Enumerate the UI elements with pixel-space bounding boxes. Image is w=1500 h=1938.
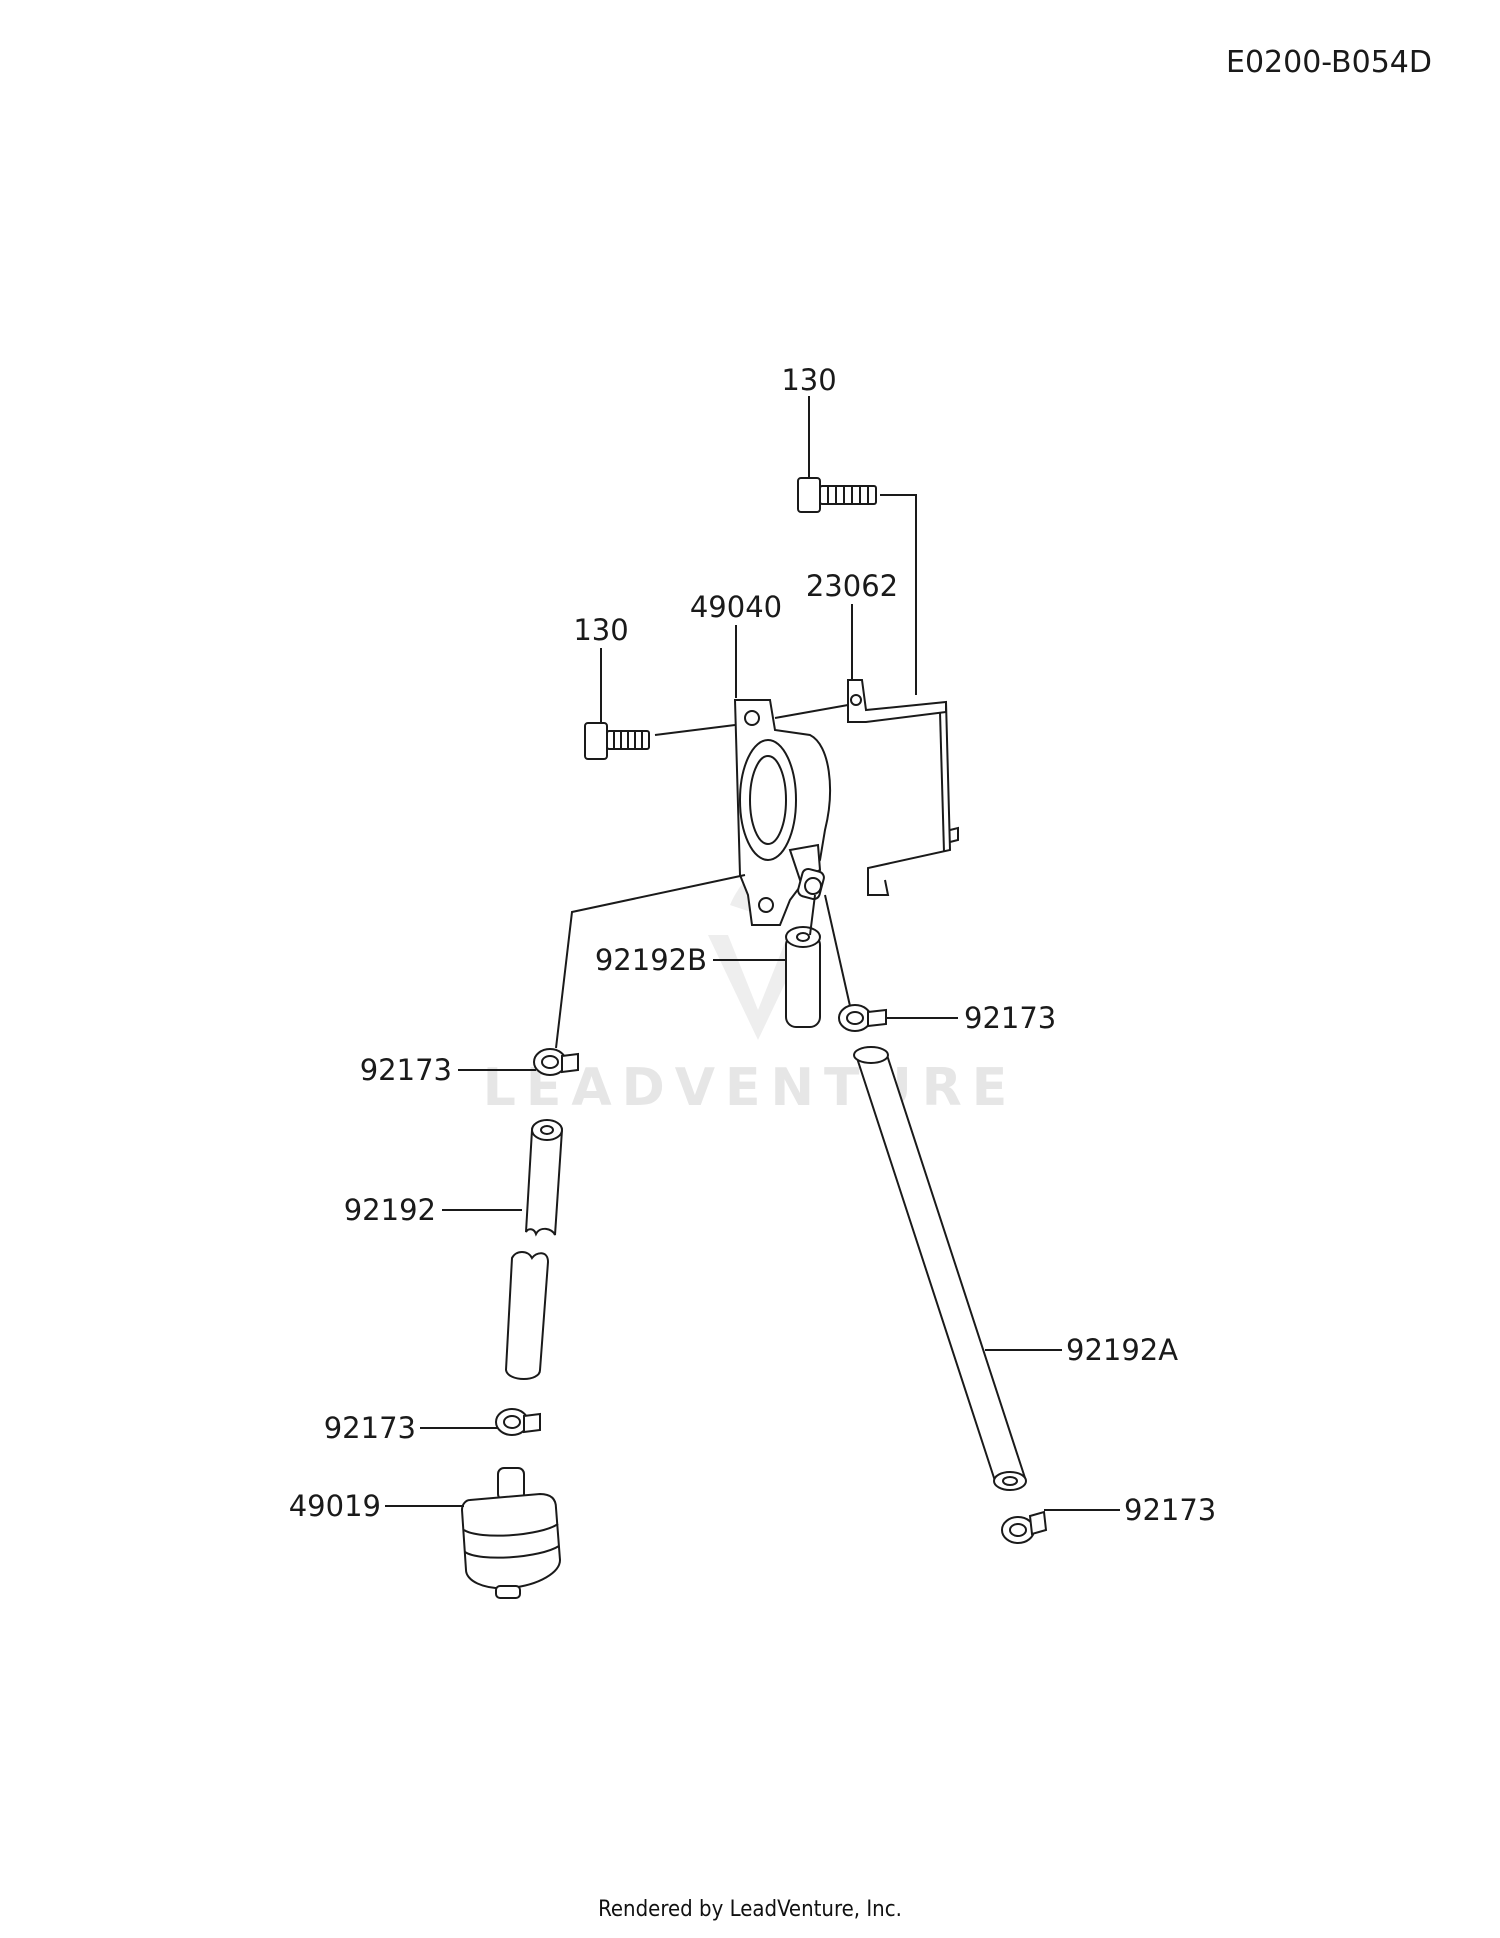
label-clamp-right-lower[interactable]: 92173 bbox=[1124, 1493, 1216, 1527]
footer-credit: Rendered by LeadVenture, Inc. bbox=[598, 1897, 902, 1922]
label-bolt-left[interactable]: 130 bbox=[573, 613, 628, 647]
leader-bolt-left-line bbox=[654, 724, 736, 736]
label-pump[interactable]: 49040 bbox=[690, 590, 782, 624]
bolt-left[interactable] bbox=[584, 722, 650, 760]
hose-left[interactable] bbox=[504, 1119, 564, 1380]
clamp-left-lower[interactable] bbox=[495, 1408, 541, 1436]
label-hose-short[interactable]: 92192B bbox=[595, 943, 707, 977]
label-hose-long[interactable]: 92192A bbox=[1066, 1333, 1178, 1367]
leader-pump-hose-short bbox=[809, 894, 816, 936]
label-clamp-left-upper[interactable]: 92173 bbox=[360, 1053, 452, 1087]
fuel-filter[interactable] bbox=[460, 1467, 562, 1599]
bolt-top[interactable] bbox=[797, 477, 877, 513]
label-filter[interactable]: 49019 bbox=[289, 1489, 381, 1523]
leader-pump-clamp-left bbox=[555, 874, 746, 1049]
hose-short[interactable] bbox=[785, 926, 821, 1028]
bracket[interactable] bbox=[847, 679, 959, 896]
hose-long[interactable] bbox=[853, 1046, 1027, 1491]
label-clamp-right-upper[interactable]: 92173 bbox=[964, 1001, 1056, 1035]
clamp-right-lower[interactable] bbox=[1001, 1510, 1048, 1544]
leader-pump-link bbox=[774, 704, 849, 719]
label-clamp-left-lower[interactable]: 92173 bbox=[324, 1411, 416, 1445]
label-hose-left[interactable]: 92192 bbox=[344, 1193, 436, 1227]
label-bracket[interactable]: 23062 bbox=[806, 569, 898, 603]
leader-bolt-top-bracket bbox=[880, 494, 917, 695]
clamp-right-upper[interactable] bbox=[838, 1004, 887, 1032]
label-bolt-top[interactable]: 130 bbox=[781, 363, 836, 397]
leader-pump-clamp-right bbox=[824, 894, 851, 1007]
clamp-left-upper[interactable] bbox=[533, 1048, 579, 1076]
diagram-code: E0200-B054D bbox=[1226, 45, 1432, 80]
fuel-pump[interactable] bbox=[733, 699, 831, 926]
